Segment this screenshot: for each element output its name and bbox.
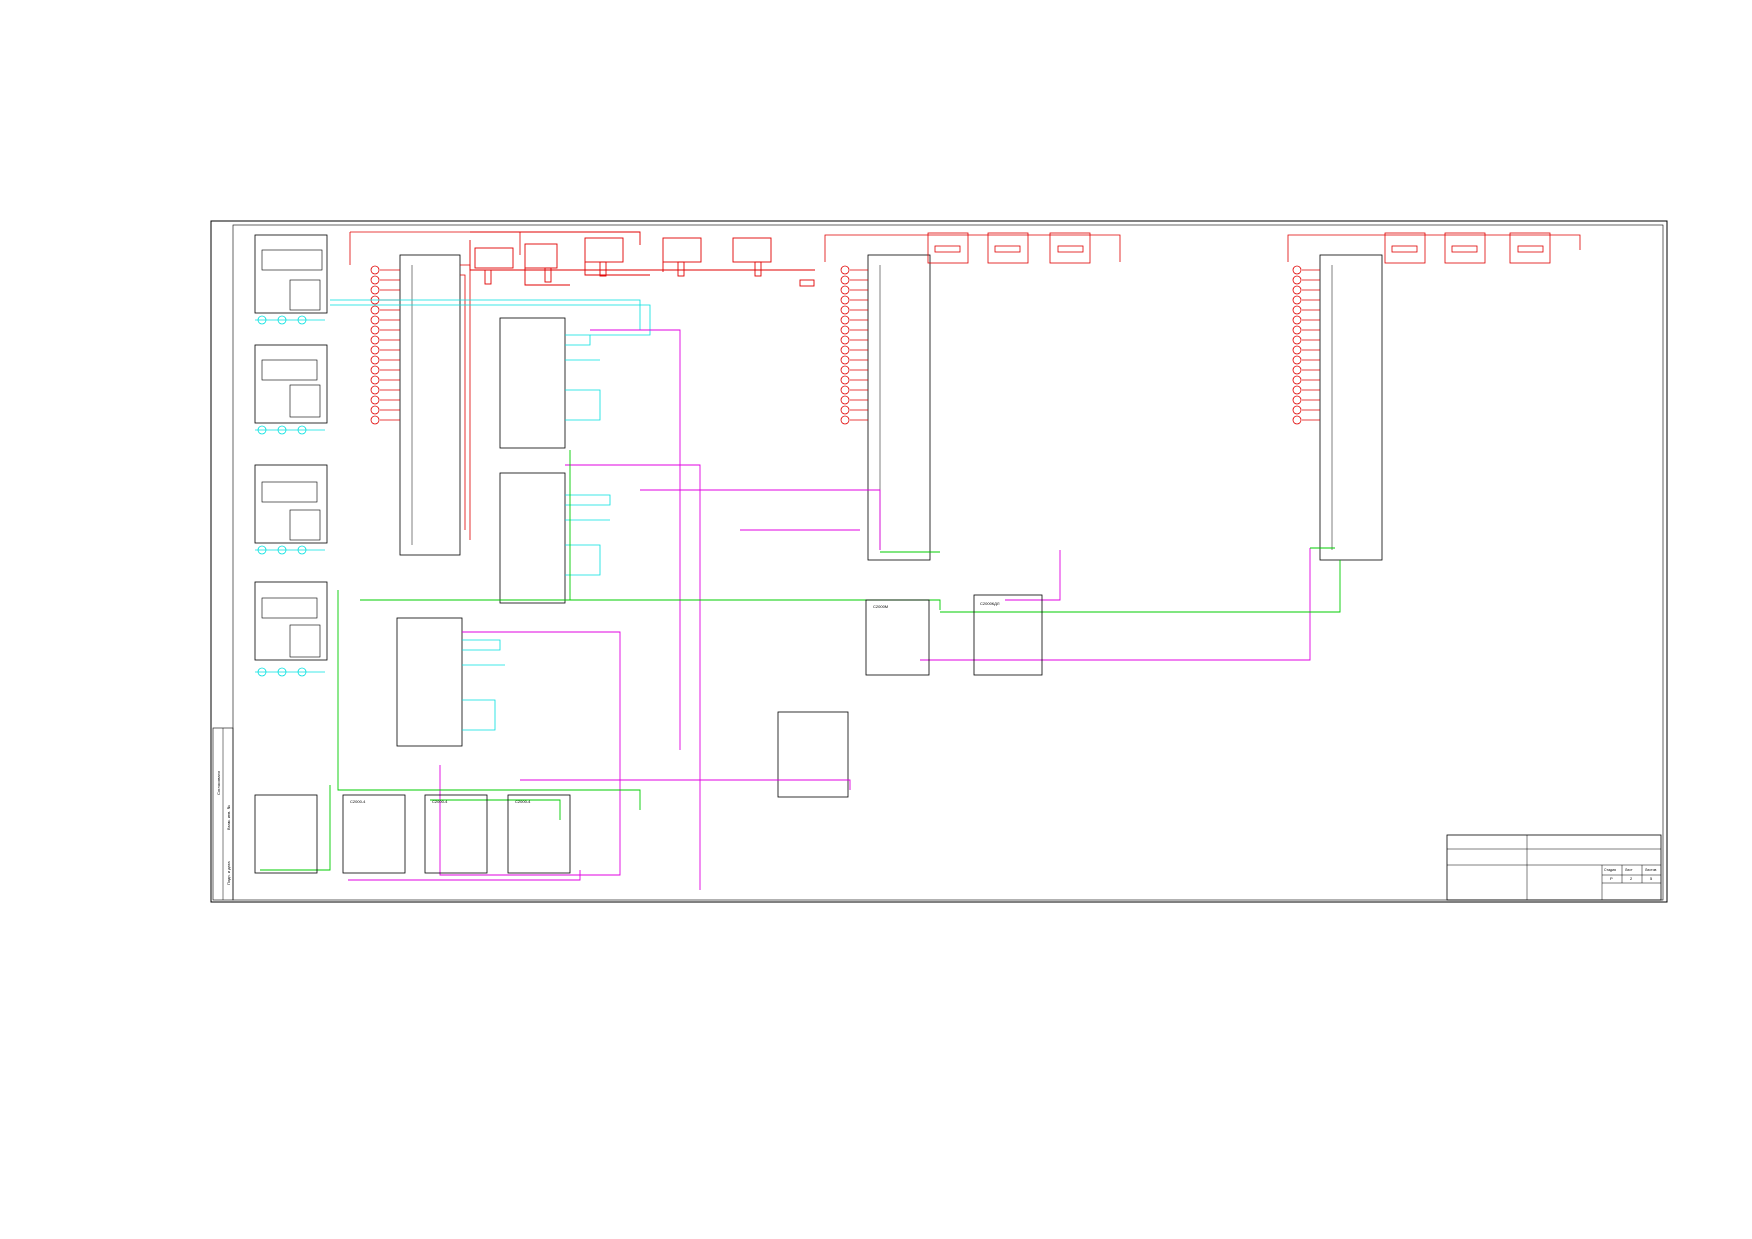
sheet-value: 2 xyxy=(1630,876,1633,881)
power-unit-4 xyxy=(254,581,328,661)
relay-module-1 xyxy=(474,247,514,269)
power-lines xyxy=(260,450,1341,871)
right-control-panel xyxy=(1287,232,1581,561)
strip-label-bot: Подп. и дата xyxy=(226,861,231,885)
module-box-2 xyxy=(499,472,566,604)
cyan-signal-lines xyxy=(330,299,651,731)
bottom-module-b: С2000-4 xyxy=(432,799,448,804)
title-block: Стадия Лист Листов Р 2 5 xyxy=(1446,834,1662,901)
left-binding-strip: Согласовано Взам. инв. № Подп. и дата xyxy=(212,727,234,901)
power-supply-units xyxy=(254,234,328,677)
top-shleif-loop xyxy=(469,231,815,287)
center-modules xyxy=(396,317,849,798)
drawing-frame xyxy=(210,220,1668,903)
module-box-4 xyxy=(777,711,849,798)
s2000kdl-title: С2000КДЛ xyxy=(980,601,1000,606)
module-s2000kdl xyxy=(973,594,1043,676)
relay-module-3 xyxy=(584,237,624,263)
detector-box-6 xyxy=(1509,232,1551,264)
relay-module-4 xyxy=(662,237,702,263)
sheet-header: Лист xyxy=(1625,868,1633,872)
module-box-3 xyxy=(396,617,463,747)
detector-box-3 xyxy=(1049,232,1091,264)
strip-label-mid: Взам. инв. № xyxy=(226,805,231,830)
relay-module-5 xyxy=(732,237,772,263)
module-box-1 xyxy=(499,317,566,449)
inner-frame xyxy=(232,224,1664,901)
detector-box-1 xyxy=(927,232,969,264)
power-unit-2 xyxy=(254,344,328,424)
power-unit-1 xyxy=(254,234,328,314)
bottom-module-c: С2000-4 xyxy=(515,799,531,804)
stage-header: Стадия xyxy=(1604,868,1616,872)
relay-module-2 xyxy=(524,243,558,269)
bottom-module-a: С2000-4 xyxy=(350,799,366,804)
detector-box-5 xyxy=(1444,232,1486,264)
sheets-header: Листов xyxy=(1645,868,1657,872)
bottom-modules xyxy=(254,794,571,874)
middle-control-panel xyxy=(824,232,1121,561)
power-unit-3 xyxy=(254,464,328,544)
rs485-lines xyxy=(348,329,1311,890)
left-control-panel xyxy=(349,231,521,556)
s2000m-title: С2000М xyxy=(873,604,888,609)
stage-value: Р xyxy=(1610,876,1613,881)
sheets-value: 5 xyxy=(1650,876,1653,881)
detector-box-4 xyxy=(1384,232,1426,264)
strip-label-top: Согласовано xyxy=(216,770,221,795)
module-s2000m xyxy=(865,599,930,676)
detector-box-2 xyxy=(987,232,1029,264)
